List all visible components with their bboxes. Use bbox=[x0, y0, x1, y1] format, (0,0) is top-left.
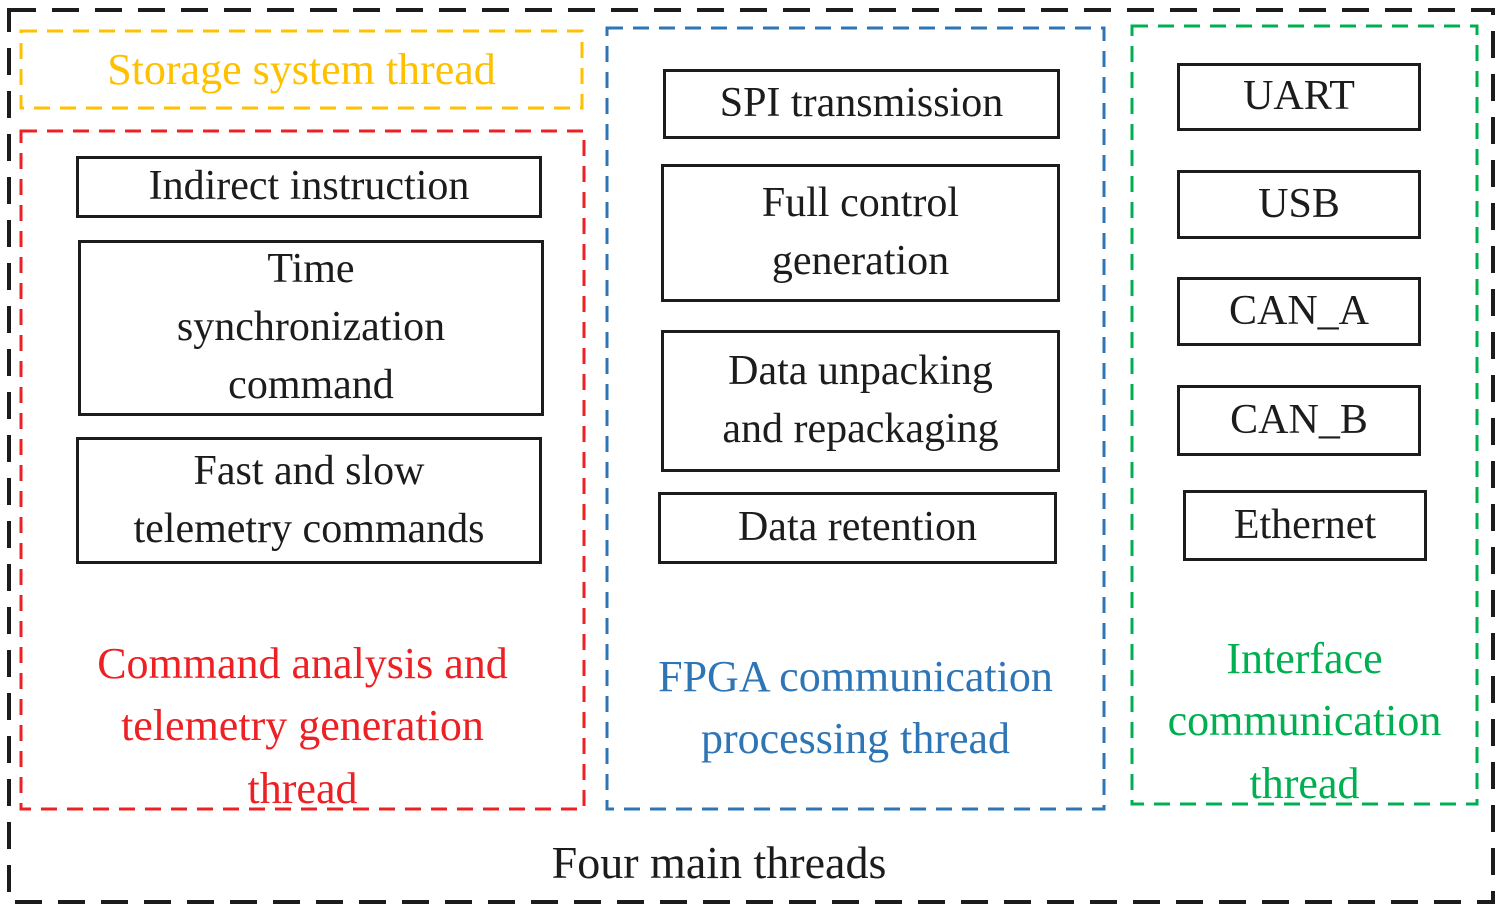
box-time-synchronization-command: Time synchronization command bbox=[78, 240, 544, 416]
box-full-control-generation: Full control generation bbox=[661, 164, 1060, 302]
fpga-thread-label: FPGA communication processing thread bbox=[658, 652, 1053, 764]
command-thread-label: Command analysis and telemetry generatio… bbox=[97, 639, 508, 813]
fpga-thread-border bbox=[605, 26, 1106, 811]
storage-thread-label: Storage system thread bbox=[107, 45, 496, 94]
box-can-b: CAN_B bbox=[1177, 385, 1421, 456]
outer-frame-border bbox=[7, 8, 1495, 904]
interface-thread-label: Interface communication thread bbox=[1167, 634, 1442, 808]
box-fast-slow-telemetry-commands: Fast and slow telemetry commands bbox=[76, 437, 542, 564]
interface-thread-border bbox=[1130, 24, 1479, 806]
box-data-retention: Data retention bbox=[658, 492, 1057, 564]
command-thread-border bbox=[19, 129, 586, 811]
box-uart: UART bbox=[1177, 63, 1421, 131]
box-spi-transmission: SPI transmission bbox=[663, 69, 1060, 139]
box-indirect-instruction: Indirect instruction bbox=[76, 156, 542, 218]
box-can-a: CAN_A bbox=[1177, 277, 1421, 346]
outer-frame-label: Four main threads bbox=[551, 837, 887, 888]
box-data-unpacking-repackaging: Data unpacking and repackaging bbox=[661, 330, 1060, 472]
storage-thread-border bbox=[19, 29, 584, 110]
box-usb: USB bbox=[1177, 170, 1421, 239]
box-ethernet: Ethernet bbox=[1183, 490, 1427, 561]
